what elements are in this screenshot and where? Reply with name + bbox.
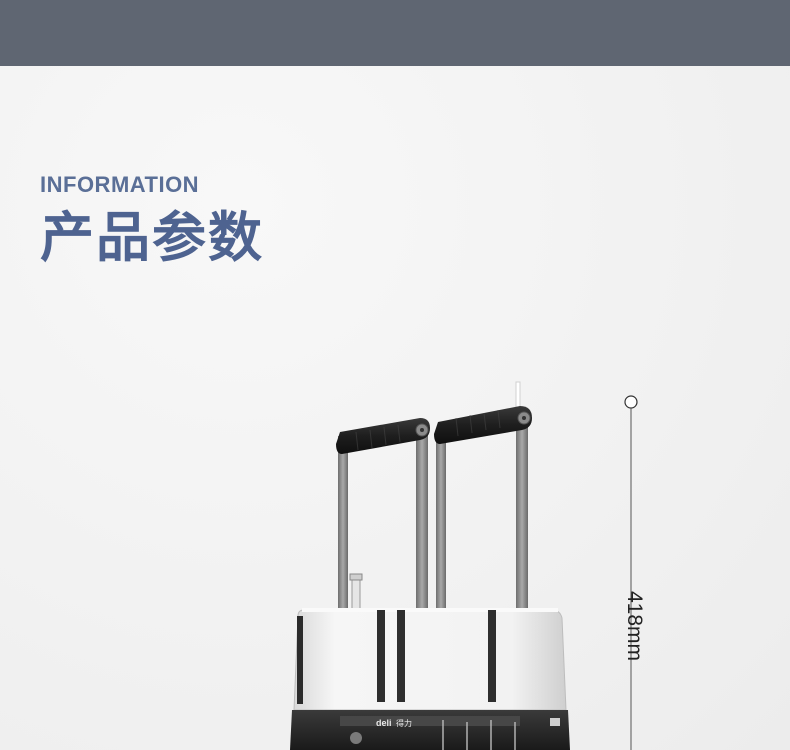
brand-name-cn: 得力 (396, 718, 412, 728)
brand-logo: deli (376, 718, 392, 728)
height-dimension-line (624, 395, 638, 750)
binding-machine-icon: deli 得力 (290, 381, 570, 750)
section-eyebrow: INFORMATION (40, 172, 200, 197)
section-title: 产品参数 (40, 206, 264, 269)
height-dimension-label: 418mm (623, 590, 646, 662)
top-banner (0, 0, 790, 66)
